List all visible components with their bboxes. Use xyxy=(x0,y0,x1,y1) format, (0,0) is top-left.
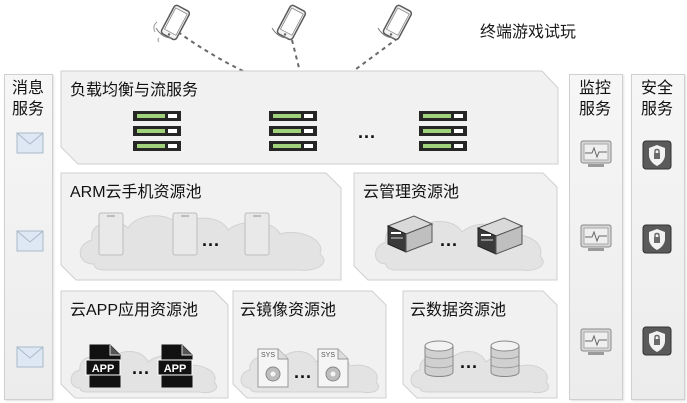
image-pool-label: 云镜像资源池 xyxy=(240,302,337,319)
message-service-label: 消息 服务 xyxy=(11,80,44,118)
envelope-icon-3 xyxy=(16,346,44,368)
monitor-service-label: 监控 服务 xyxy=(578,80,611,118)
cloud-phone-device-icon-3 xyxy=(244,212,270,256)
sys-image-file-icon-2: SYS xyxy=(316,348,350,388)
smartphone-icon-3 xyxy=(372,4,418,44)
arm-pool-label: ARM云手机资源池 xyxy=(70,184,202,201)
envelope-icon-1 xyxy=(16,132,44,154)
monitor-device-icon-2 xyxy=(580,224,612,252)
data-pool-ellipsis: ... xyxy=(460,352,479,372)
sys-image-file-icon-1: SYS xyxy=(256,348,290,388)
load-balance-ellipsis: ... xyxy=(358,122,377,142)
cloud-mgmt-ellipsis: ... xyxy=(440,230,459,250)
load-balance-label: 负载均衡与流服务 xyxy=(70,82,199,99)
app-pool-ellipsis: ... xyxy=(132,358,151,378)
server-box-icon-1 xyxy=(384,212,436,256)
connection-lines xyxy=(177,31,399,73)
app-pool-label: 云APP应用资源池 xyxy=(70,302,199,319)
cloud-phone-device-icon-2 xyxy=(172,212,198,256)
svg-text:APP: APP xyxy=(92,363,115,375)
smartphone-icon-1 xyxy=(150,4,196,44)
smartphone-icon-2 xyxy=(266,4,312,44)
data-pool-label: 云数据资源池 xyxy=(410,302,507,319)
arm-pool-ellipsis: ... xyxy=(202,230,221,250)
monitor-device-icon-3 xyxy=(580,328,612,356)
terminal-game-label: 终端游戏试玩 xyxy=(480,24,577,41)
server-box-icon-2 xyxy=(474,214,526,258)
app-file-icon-2: APP xyxy=(156,344,196,388)
app-file-icon-1: APP xyxy=(84,344,124,388)
database-icon-2 xyxy=(490,340,520,378)
svg-text:SYS: SYS xyxy=(261,352,275,359)
cloud-mgmt-label: 云管理资源池 xyxy=(363,184,460,201)
server-rack-icon-1 xyxy=(132,110,182,152)
image-pool-ellipsis: ... xyxy=(294,362,313,382)
server-rack-icon-2 xyxy=(268,110,318,152)
svg-text:APP: APP xyxy=(164,363,187,375)
shield-lock-icon-2 xyxy=(642,224,672,254)
cloud-phone-device-icon-1 xyxy=(98,212,124,256)
server-rack-icon-3 xyxy=(418,110,468,152)
database-icon-1 xyxy=(424,340,454,378)
svg-text:SYS: SYS xyxy=(321,352,335,359)
monitor-device-icon-1 xyxy=(580,140,612,168)
shield-lock-icon-1 xyxy=(642,140,672,170)
security-service-label: 安全 服务 xyxy=(640,80,673,118)
shield-lock-icon-3 xyxy=(642,326,672,356)
envelope-icon-2 xyxy=(16,230,44,252)
